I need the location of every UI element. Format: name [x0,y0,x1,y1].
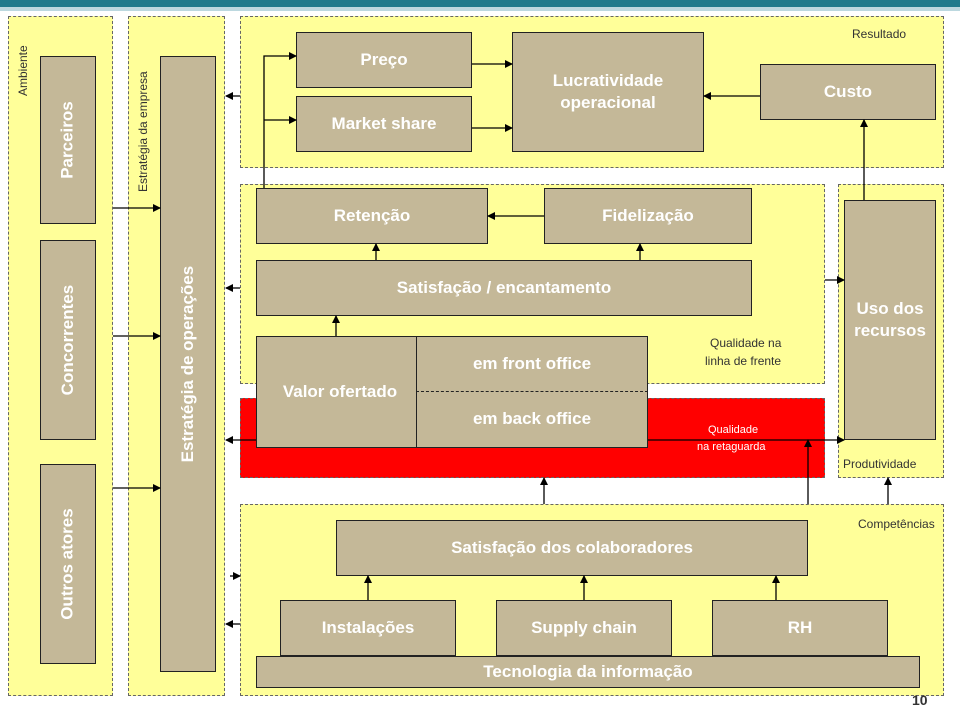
box-market-share: Market share [296,96,472,152]
label-resultado: Resultado [852,27,907,41]
box-retencao: Retenção [256,188,488,244]
page-number: 10 [912,692,928,708]
box-tecnologia: Tecnologia da informação [256,656,920,688]
box-back-office: em back office [416,392,648,448]
label-competencias: Competências [858,517,935,531]
box-outros-atores: Outros atores [40,464,96,664]
box-concorrentes: Concorrentes [40,240,96,440]
label-qualidade-retaguarda-2: na retaguarda [697,441,766,453]
box-satisfacao: Satisfação / encantamento [256,260,752,316]
box-lucratividade: Lucratividade operacional [512,32,704,152]
label-produtividade: Produtividade [843,457,917,471]
box-rh: RH [712,600,888,656]
label-qualidade-frente-1: Qualidade na [710,336,782,350]
label-qualidade-frente-2: linha de frente [705,354,782,368]
box-supply-chain: Supply chain [496,600,672,656]
header-bar [0,0,960,7]
box-custo: Custo [760,64,936,120]
box-uso-recursos: Uso dos recursos [844,200,936,440]
label-qualidade-retaguarda-1: Qualidade [708,424,759,436]
box-lucratividade-line2: operacional [560,93,656,112]
box-satisfacao-colaboradores: Satisfação dos colaboradores [336,520,808,576]
arrow-retencao-preco [263,52,297,188]
header-bar-shade [0,7,960,11]
box-lucratividade-line1: Lucratividade [552,70,664,90]
box-estrategia-operacoes: Estratégia de operações [160,56,216,672]
box-fidelizacao: Fidelização [544,188,752,244]
box-instalacoes: Instalações [280,600,456,656]
box-uso-recursos-line1: Uso dos [856,298,924,318]
box-preco: Preço [296,32,472,88]
box-parceiros: Parceiros [40,56,96,224]
box-uso-recursos-line2: recursos [854,321,926,340]
box-valor-ofertado: Valor ofertado [256,336,424,448]
box-front-office: em front office [416,336,648,392]
